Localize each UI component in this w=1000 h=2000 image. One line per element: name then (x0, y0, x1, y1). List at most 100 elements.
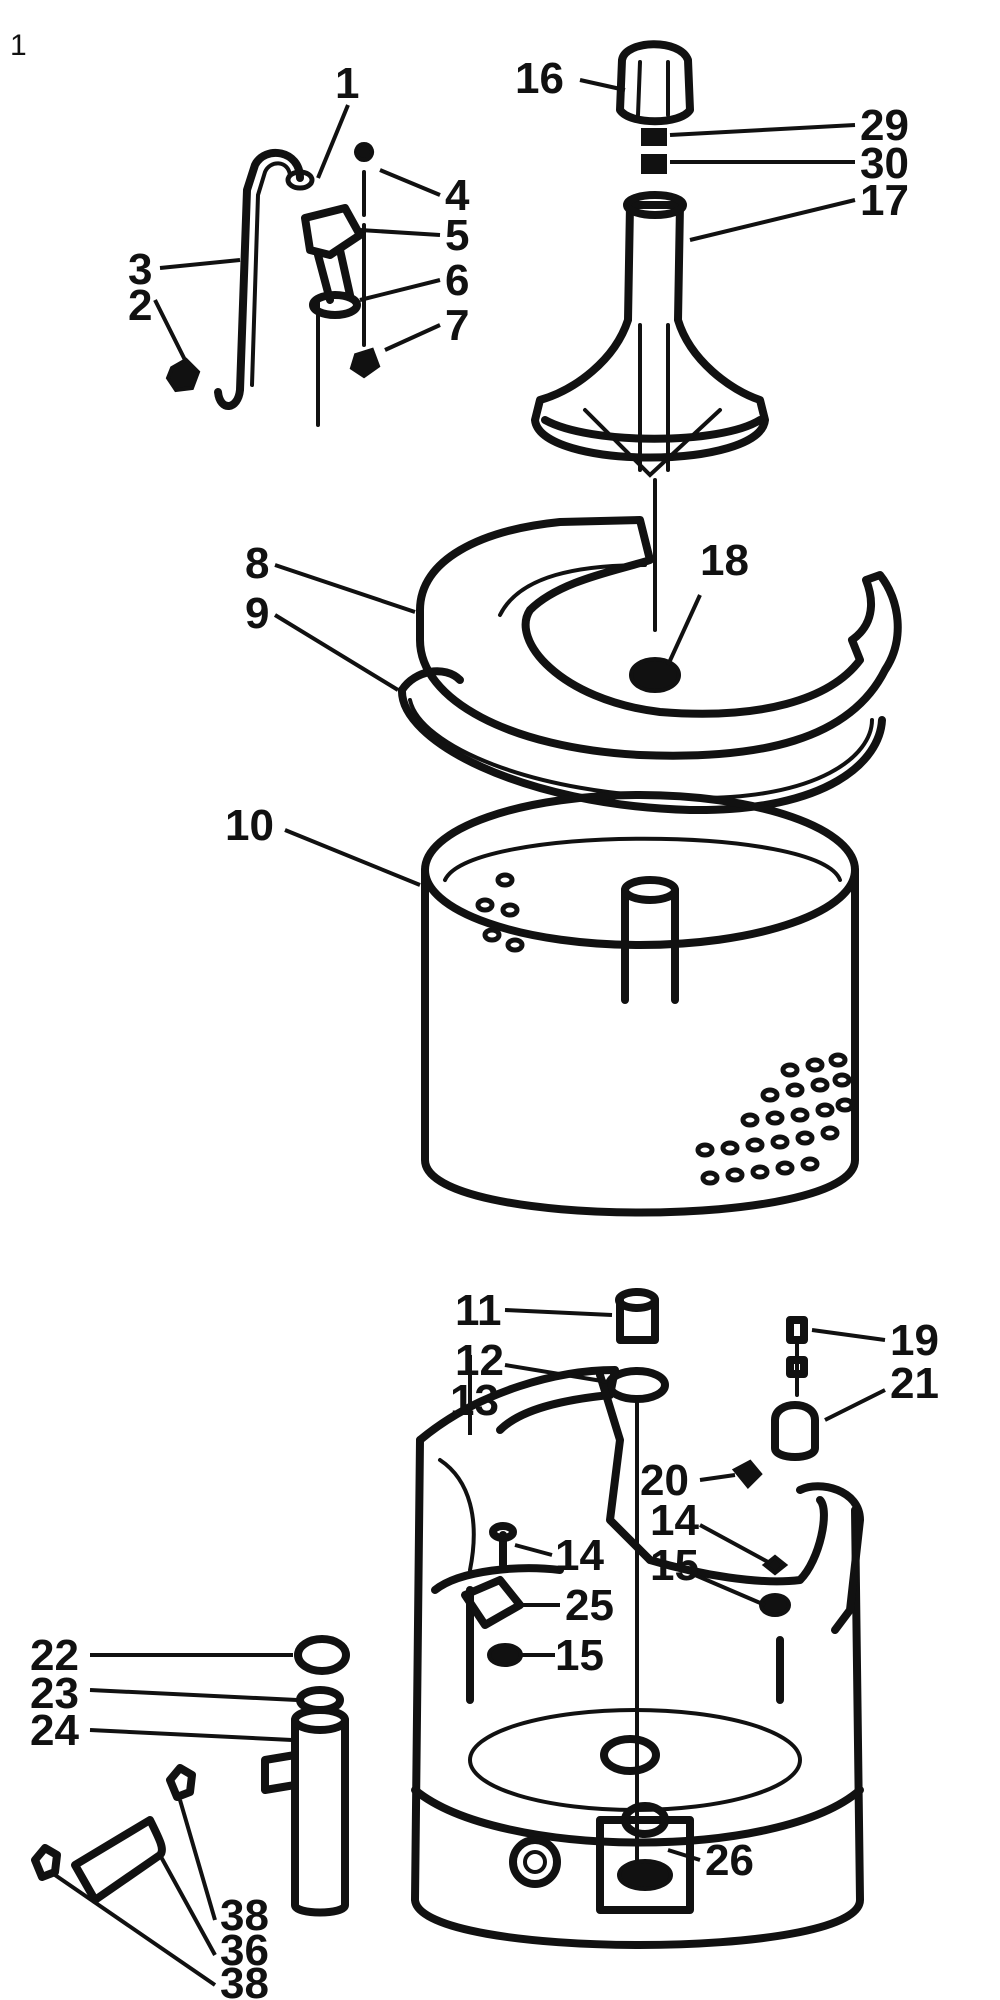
callout-25: 25 (565, 1581, 614, 1630)
agitator-fin (583, 408, 722, 478)
small-clip (731, 1459, 763, 1489)
outer-tub-bracket (796, 1482, 864, 1634)
pipe-branch (261, 1751, 299, 1794)
drain-plug (617, 1859, 673, 1891)
side-port-inner (523, 1850, 547, 1874)
basket-hub (621, 886, 679, 1004)
callout-38-upper: 38 (220, 1891, 269, 1940)
outer-tub-base (411, 1786, 864, 1847)
right-hardware (731, 1316, 819, 1489)
callout-26: 26 (705, 1836, 754, 1885)
pipe-cap (294, 1635, 350, 1675)
tub-washer-right (759, 1593, 791, 1617)
outer-tub-cutaway (596, 1371, 654, 1564)
tub-bolt-head (489, 1522, 517, 1542)
callout-20: 20 (640, 1456, 689, 1505)
callout-5: 5 (445, 211, 469, 260)
basket-perforations (475, 872, 855, 1186)
callout-23: 23 (30, 1669, 79, 1718)
callout-21: 21 (890, 1359, 939, 1408)
side-port (509, 1836, 561, 1888)
callout-15-left: 15 (555, 1631, 604, 1680)
callout-29: 29 (860, 101, 909, 150)
callout-1: 1 (335, 59, 359, 108)
callout-12: 12 (455, 1336, 504, 1385)
agitator-body (531, 201, 769, 462)
callout-6: 6 (445, 256, 469, 305)
tub-ring (416, 516, 902, 760)
cap-ridge (636, 60, 642, 117)
spin-basket (421, 791, 859, 1217)
callout-8: 8 (245, 539, 269, 588)
cap-washer (641, 128, 667, 146)
screw-head (354, 142, 374, 162)
callout-11: 11 (455, 1286, 502, 1335)
tub-gasket-edge (398, 667, 464, 694)
drain-pipe-assembly (31, 1635, 350, 1917)
hub-nut-top (615, 1288, 659, 1312)
tub-bolt-right (761, 1554, 789, 1576)
hose-clamp-upper (166, 1764, 196, 1801)
outer-tub (411, 1366, 864, 1949)
callout-15-right: 15 (650, 1541, 699, 1590)
basket-wall (421, 866, 859, 1217)
ring-part (285, 169, 315, 191)
agitator-top (623, 191, 687, 219)
valve-nut (349, 347, 381, 379)
outer-tub-rim-right (646, 1496, 828, 1586)
valve-seal (309, 291, 361, 319)
corner-mark: 1 (10, 29, 27, 62)
pump-cap (771, 1401, 819, 1461)
callout-18: 18 (700, 536, 749, 585)
hub-nut (616, 1296, 659, 1344)
callout-14-right: 14 (650, 1496, 699, 1545)
callout-14-left: 14 (555, 1531, 604, 1580)
tub-gasket-outer (397, 686, 886, 815)
hose-clamp (165, 357, 201, 393)
fill-hose-inner (250, 161, 292, 387)
tub-bracket (461, 1576, 524, 1629)
callout-38-lower: 38 (220, 1959, 269, 2000)
valve-body (301, 204, 364, 259)
fill-hose-assembly (165, 142, 381, 427)
callout-36: 36 (220, 1926, 269, 1975)
leader-lines (53, 78, 886, 1987)
fill-hose (214, 148, 304, 410)
tub-ring-assembly (397, 516, 902, 815)
drain-pipe (291, 1716, 349, 1917)
tub-ring-inner (498, 563, 647, 617)
callout-30: 30 (860, 139, 909, 188)
callout-7: 7 (445, 301, 469, 350)
callout-9: 9 (245, 589, 269, 638)
callout-19: 19 (890, 1316, 939, 1365)
tub-bearing (600, 1735, 660, 1775)
callout-13: 13 (450, 1376, 499, 1425)
outer-tub-lip (416, 1366, 619, 1444)
callout-16: 16 (515, 54, 564, 103)
agitator-assembly (531, 40, 769, 632)
basket-rim-inner (443, 836, 842, 882)
drain-pipe-top (291, 1706, 349, 1734)
outer-tub-wall (411, 1436, 864, 1949)
drain-hose (71, 1816, 166, 1904)
basket-hub-top (621, 876, 679, 904)
callout-2: 2 (128, 281, 152, 330)
tub-washer (487, 1643, 523, 1667)
callout-24: 24 (30, 1706, 79, 1755)
agitator-cap (616, 40, 694, 126)
cap-seal (641, 154, 667, 174)
callout-3: 3 (128, 245, 152, 294)
tub-nut (629, 657, 681, 693)
bolt-washer (786, 1356, 808, 1378)
callout-4: 4 (445, 171, 470, 220)
callout-labels: 1 2 3 4 5 6 7 8 9 10 11 12 13 14 14 15 1… (30, 54, 939, 2000)
bolt-head (786, 1316, 808, 1344)
drain-outlet (596, 1816, 694, 1914)
drain-ring (621, 1802, 669, 1838)
agitator-skirt (541, 416, 764, 443)
callout-17: 17 (860, 176, 909, 225)
callout-10: 10 (225, 801, 274, 850)
hose-clamp-lower (31, 1844, 61, 1881)
